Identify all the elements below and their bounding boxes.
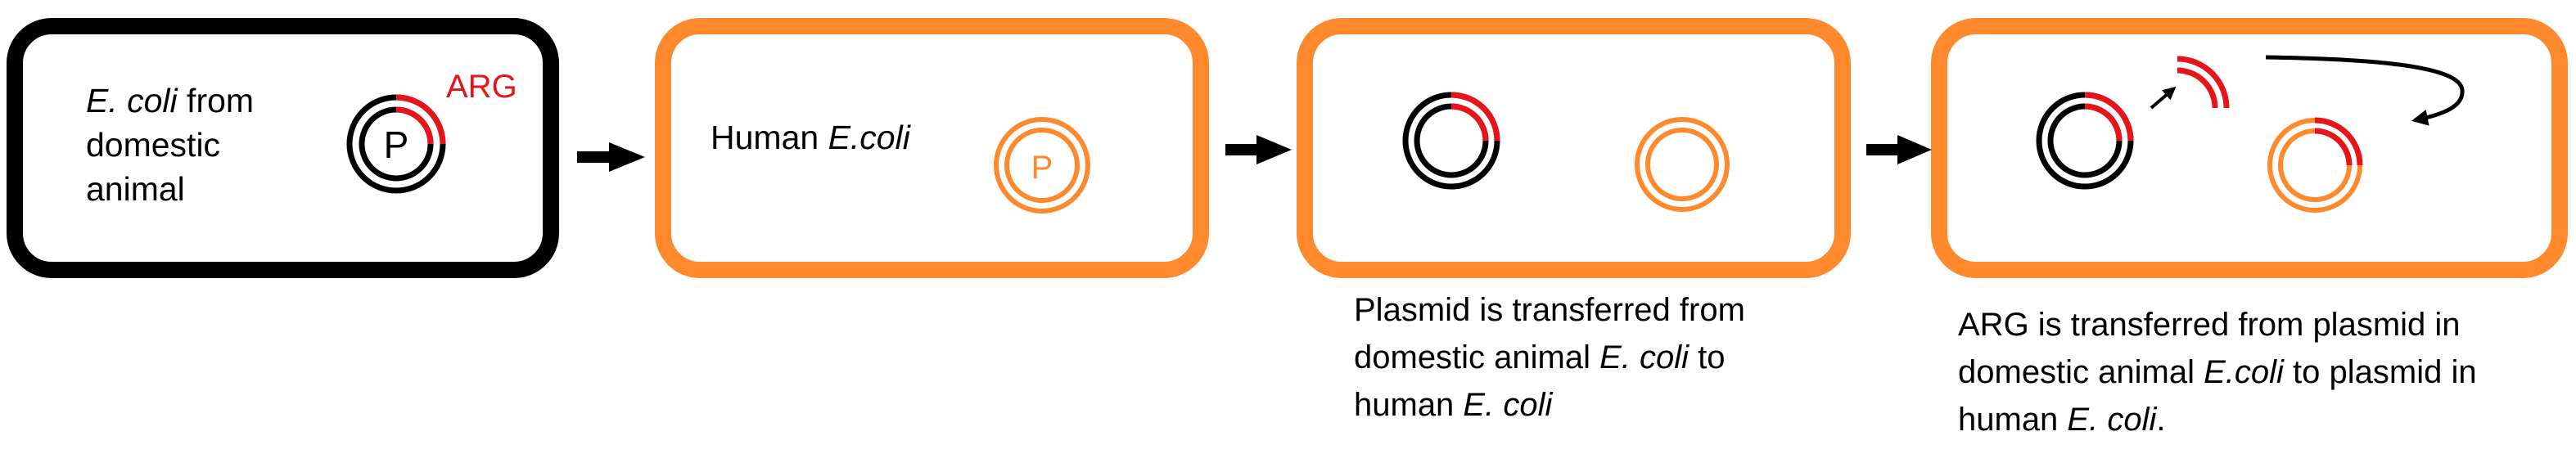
panel4-caption-line2-em: E.coli <box>2204 354 2284 390</box>
panel1-plasmid-letter: P <box>384 124 409 166</box>
arg-excision-arrow <box>2150 86 2177 110</box>
panel4-donor-plasmid <box>2036 92 2134 190</box>
panel3-caption-line2-em: E. coli <box>1599 339 1690 375</box>
panel3-caption-line2: domestic animal <box>1354 339 1600 375</box>
panel3-donor-plasmid <box>1402 92 1500 190</box>
panel3-caption-line3-em: E. coli <box>1463 387 1553 423</box>
panel3-caption-line2-tail: to <box>1689 339 1726 375</box>
arg-insertion-arrow <box>2265 55 2465 126</box>
panel4-caption: ARG is transferred from plasmid in domes… <box>1958 301 2477 443</box>
panel2-plasmid <box>994 117 1090 214</box>
panel-domestic-ecoli <box>7 18 559 278</box>
panel4-caption-line2: domestic animal <box>1958 354 2204 390</box>
panel4-caption-line3-tail: . <box>2156 402 2166 438</box>
panel2-label-em: E.coli <box>828 119 910 156</box>
panel4-caption-line1: ARG is transferred from plasmid in <box>1958 307 2461 343</box>
panel1-label: E. coli from domestic animal <box>86 79 254 211</box>
panel1-label-line2: domestic <box>86 126 221 164</box>
arrow-3 <box>1866 135 1932 164</box>
panel4-caption-line3: human <box>1958 402 2068 438</box>
arrow-2 <box>1225 135 1292 164</box>
panel1-plasmid <box>346 94 446 194</box>
panel-plasmid-transfer <box>1297 18 1851 278</box>
panel2-plasmid-letter: P <box>1031 150 1053 186</box>
panel1-gene-label: ARG <box>446 69 517 105</box>
panel3-caption: Plasmid is transferred from domestic ani… <box>1354 286 1745 429</box>
panel1-label-em: E. coli <box>86 82 178 119</box>
panel1-label-line3: animal <box>86 170 185 208</box>
panel3-caption-line3: human <box>1354 387 1464 423</box>
panel2-label: Human E.coli <box>711 115 910 160</box>
panel-human-ecoli <box>655 18 1209 278</box>
panel4-caption-line3-em: E. coli <box>2067 402 2157 438</box>
arrow-1 <box>577 142 645 172</box>
panel1-label-rest: from <box>177 82 255 119</box>
panel4-recipient-plasmid <box>2267 117 2363 213</box>
panel3-caption-line1: Plasmid is transferred from <box>1354 292 1745 328</box>
panel3-recipient-plasmid <box>1635 117 1730 212</box>
excised-arg-fragment <box>2177 56 2230 109</box>
panel4-caption-line2-tail: to plasmid in <box>2283 354 2477 390</box>
panel2-label-text: Human <box>711 119 828 156</box>
